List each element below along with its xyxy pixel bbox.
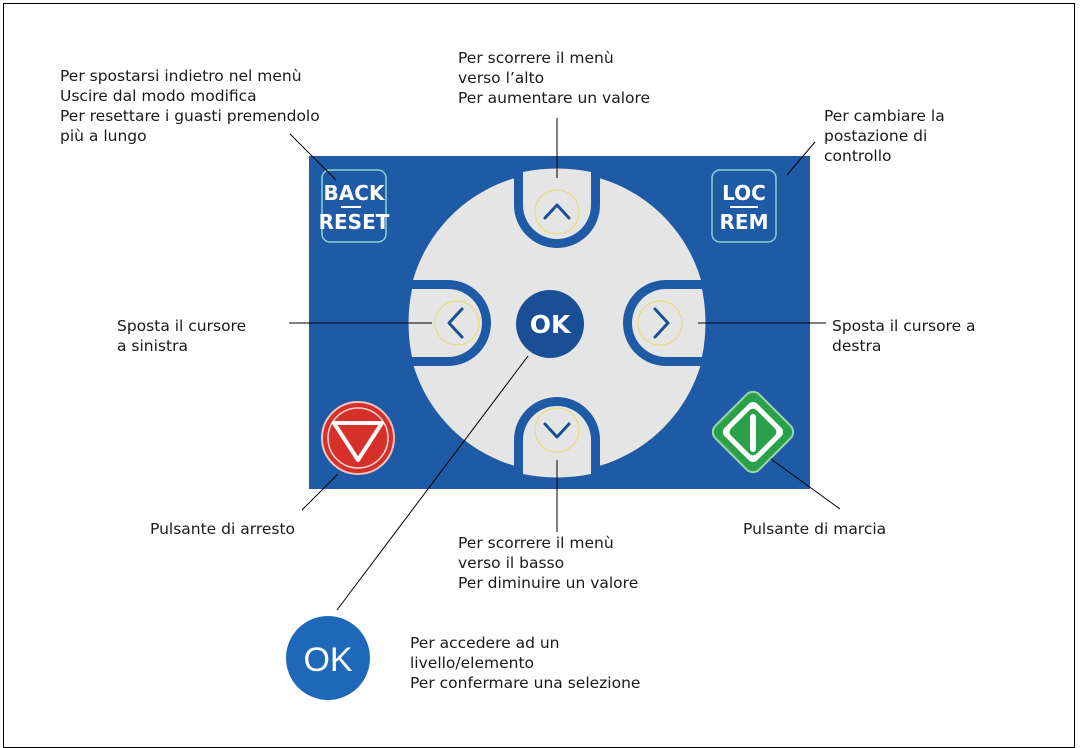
callout-down: Per scorrere il menù verso il basso Per … bbox=[458, 533, 638, 593]
rem-label: REM bbox=[720, 210, 769, 234]
callout-up: Per scorrere il menù verso l’alto Per au… bbox=[458, 48, 650, 108]
callout-line: a sinistra bbox=[117, 337, 188, 355]
callout-line: Per aumentare un valore bbox=[458, 89, 651, 107]
callout-start: Pulsante di marcia bbox=[743, 519, 886, 539]
callout-right: Sposta il cursore a destra bbox=[832, 316, 976, 356]
callout-line: Sposta il cursore a bbox=[832, 317, 976, 335]
stop-button[interactable] bbox=[321, 401, 395, 475]
left-button[interactable] bbox=[400, 280, 491, 366]
right-button[interactable] bbox=[623, 280, 714, 366]
callout-loc-rem: Per cambiare la postazione di controllo bbox=[824, 106, 945, 166]
down-button[interactable] bbox=[514, 397, 600, 486]
callout-line: Sposta il cursore bbox=[117, 317, 247, 335]
chevron-left-icon bbox=[447, 307, 464, 339]
chevron-right-icon bbox=[653, 307, 670, 339]
callout-line: Per confermare una selezione bbox=[410, 674, 641, 692]
callout-line: Per accedere ad un bbox=[410, 634, 560, 652]
callout-line: Per cambiare la bbox=[824, 107, 945, 125]
callout-ok: Per accedere ad un livello/elemento Per … bbox=[410, 633, 640, 693]
leader-lines bbox=[289, 118, 841, 611]
up-button[interactable] bbox=[514, 160, 600, 248]
start-bar-icon bbox=[750, 414, 756, 452]
callout-line: Per spostarsi indietro nel menù bbox=[60, 67, 302, 85]
callout-line: Pulsante di arresto bbox=[150, 520, 296, 538]
start-button[interactable] bbox=[709, 388, 797, 476]
back-reset-button[interactable]: BACK RESET bbox=[319, 169, 390, 243]
callout-line: postazione di bbox=[824, 127, 928, 145]
callout-line: Per diminuire un valore bbox=[458, 574, 639, 592]
callout-line: livello/elemento bbox=[410, 654, 535, 672]
callout-line: verso l’alto bbox=[458, 69, 545, 87]
ok-legend-label: OK bbox=[303, 641, 352, 679]
callout-line: più a lungo bbox=[60, 127, 147, 145]
chevron-down-icon bbox=[543, 422, 571, 439]
callout-line: Per resettare i guasti premendolo bbox=[60, 107, 320, 125]
back-label: BACK bbox=[324, 181, 386, 205]
callout-stop: Pulsante di arresto bbox=[150, 519, 295, 539]
ok-legend-icon: OK bbox=[286, 616, 370, 700]
callout-line: Per scorrere il menù bbox=[458, 49, 614, 67]
callout-line: destra bbox=[832, 337, 882, 355]
callout-line: Pulsante di marcia bbox=[743, 520, 887, 538]
callout-left: Sposta il cursore a sinistra bbox=[117, 316, 246, 356]
callout-line: controllo bbox=[824, 147, 892, 165]
reset-label: RESET bbox=[319, 210, 390, 234]
callout-line: Per scorrere il menù bbox=[458, 534, 614, 552]
ok-button[interactable]: OK bbox=[516, 290, 584, 358]
callout-line: verso il basso bbox=[458, 554, 565, 572]
loc-rem-button[interactable]: LOC REM bbox=[711, 169, 777, 243]
callout-back-reset: Per spostarsi indietro nel menù Uscire d… bbox=[60, 66, 320, 146]
stop-triangle-icon bbox=[332, 421, 384, 462]
chevron-up-icon bbox=[543, 203, 571, 220]
loc-label: LOC bbox=[722, 181, 766, 205]
ok-button-label: OK bbox=[530, 310, 572, 339]
callout-line: Uscire dal modo modifica bbox=[60, 87, 257, 105]
